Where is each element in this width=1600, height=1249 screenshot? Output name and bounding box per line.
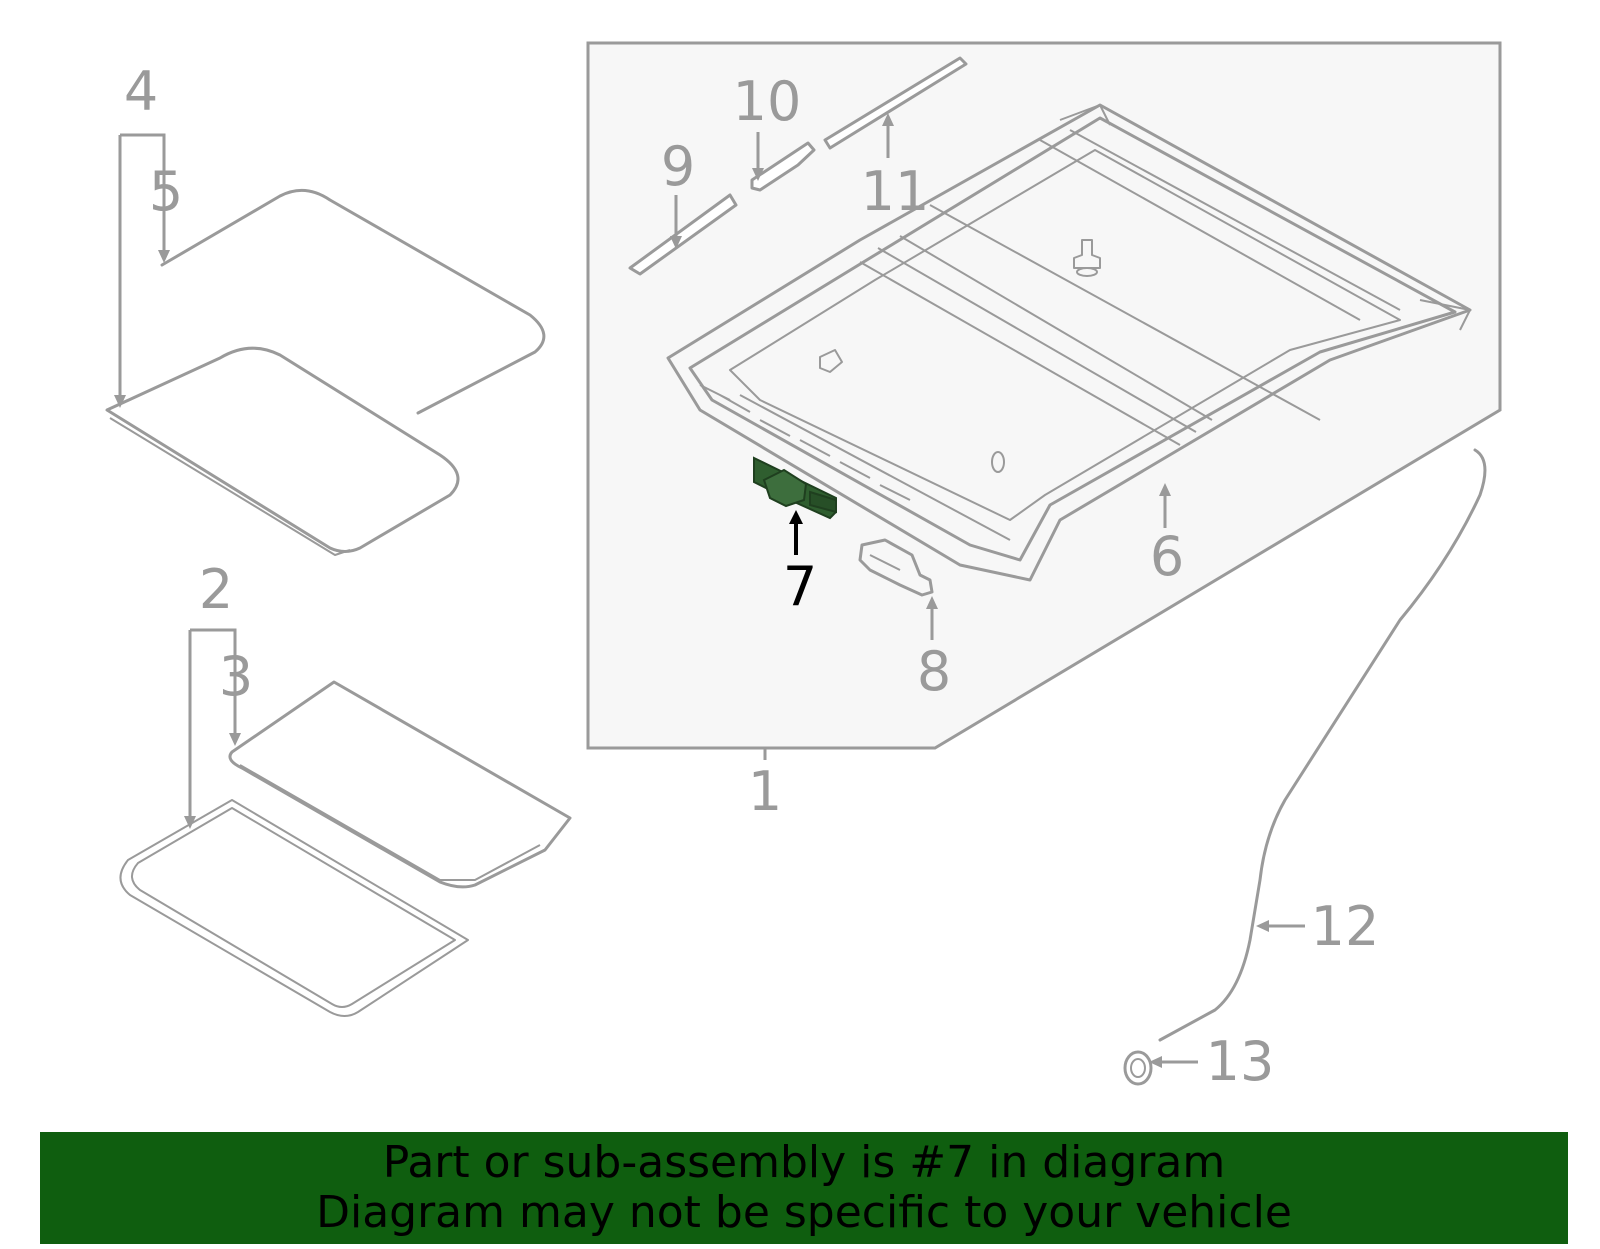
banner-line-disclaimer: Diagram may not be specific to your vehi… bbox=[316, 1187, 1292, 1238]
callout-12: 12 bbox=[1311, 895, 1380, 958]
sunroof-frame bbox=[666, 103, 1472, 582]
assembly-panel bbox=[586, 41, 1502, 750]
callout-3: 3 bbox=[219, 645, 253, 708]
glass-panel-4 bbox=[105, 346, 460, 553]
highlighted-part-7 bbox=[753, 456, 837, 520]
part-9 bbox=[628, 193, 738, 276]
callout-10: 10 bbox=[733, 70, 802, 133]
callout-6: 6 bbox=[1150, 525, 1184, 588]
grommet-13 bbox=[1123, 1050, 1153, 1086]
callout-2: 2 bbox=[199, 558, 233, 621]
callout-11: 11 bbox=[861, 160, 930, 223]
glass-panel-3 bbox=[228, 680, 572, 889]
callout-8: 8 bbox=[917, 640, 951, 703]
part-10 bbox=[750, 141, 816, 192]
seal-5 bbox=[160, 188, 546, 415]
banner-line-part: Part or sub-assembly is #7 in diagram bbox=[382, 1137, 1226, 1188]
part-11 bbox=[823, 56, 968, 150]
callout-13: 13 bbox=[1206, 1030, 1275, 1093]
callout-1: 1 bbox=[748, 760, 782, 823]
info-banner: Part or sub-assembly is #7 in diagram Di… bbox=[40, 1132, 1568, 1244]
part-8 bbox=[858, 538, 934, 597]
callout-5: 5 bbox=[149, 160, 183, 223]
callout-9: 9 bbox=[661, 135, 695, 198]
callout-7: 7 bbox=[783, 555, 817, 618]
callout-4: 4 bbox=[124, 60, 158, 123]
seal-2 bbox=[119, 799, 469, 1017]
leader-lines bbox=[114, 113, 1305, 1068]
drain-hose-12 bbox=[1158, 448, 1487, 1042]
